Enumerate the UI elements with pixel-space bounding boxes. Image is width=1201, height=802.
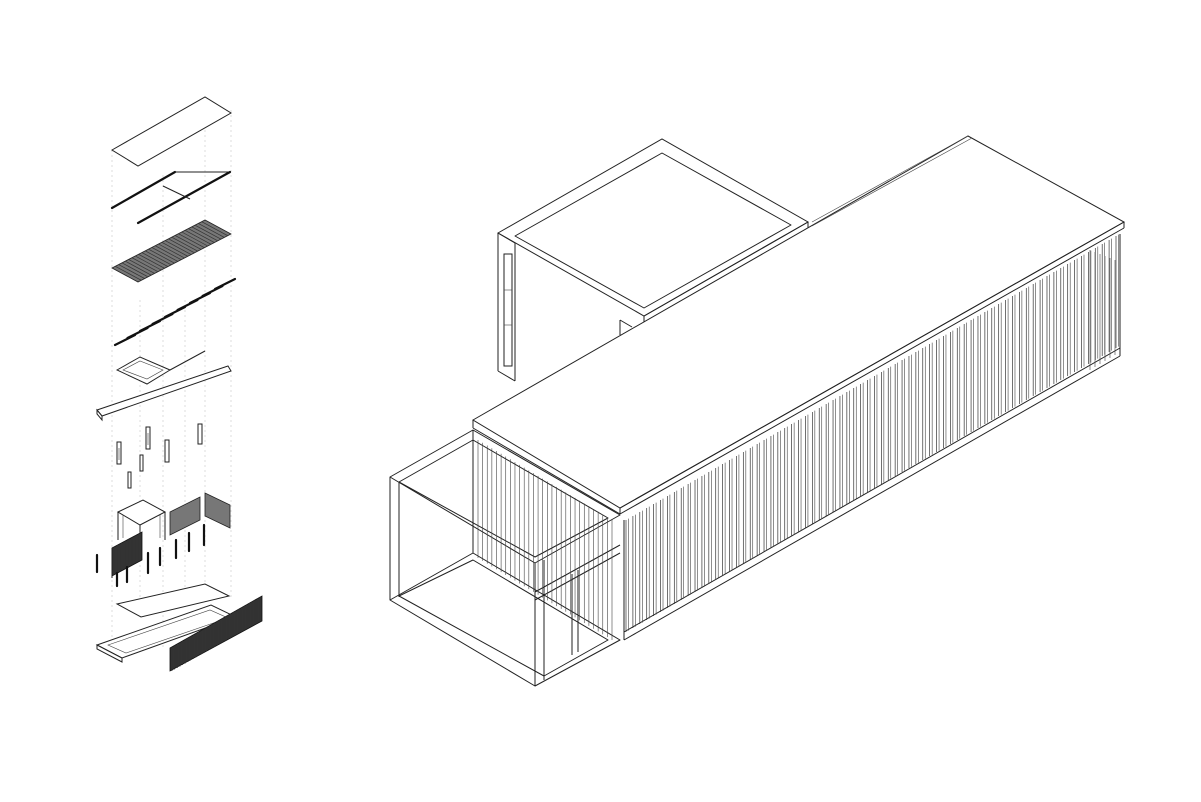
deck-hatch-line (188, 228, 215, 243)
deck-hatch-line (161, 241, 188, 257)
main-long-volume (472, 135, 1126, 641)
slatted-facade-screen (169, 595, 263, 672)
roof-panel (111, 96, 232, 167)
deck-hatch-line (201, 221, 228, 237)
deck-hatch-line (171, 236, 198, 252)
deck-hatch-line (184, 229, 212, 245)
deck-hatch-line (141, 252, 169, 267)
projection-lines (111, 110, 232, 650)
deck-hatch-line (148, 248, 175, 264)
deck-hatch-line (128, 259, 155, 274)
deck-hatch-line (151, 247, 179, 262)
wall-panels-and-frame (111, 492, 231, 578)
deck-hatch-line (155, 245, 182, 261)
roof-frame-beams (110, 170, 232, 225)
deck-hatch-line (178, 233, 205, 249)
open-frame-volume (389, 429, 621, 687)
deck-hatch-line (145, 250, 172, 266)
deck-hatch-line (135, 255, 162, 271)
window-units (116, 423, 203, 489)
columns (95, 523, 206, 588)
deck-hatch-line (131, 257, 159, 273)
deck-hatch-line (181, 231, 208, 247)
roof-joist (213, 277, 237, 291)
deck-hatch-line (138, 253, 165, 269)
floor-slabs (95, 583, 238, 663)
deck-hatch-line (121, 262, 149, 278)
roof-joists (113, 277, 237, 347)
deck-hatch-line (125, 260, 152, 276)
roof-edge-beam (96, 365, 232, 422)
deck-hatch-line (164, 240, 192, 255)
deck-hatch-line (174, 235, 202, 250)
deck-hatch-line (115, 265, 142, 281)
assembled-axonometric-view (389, 135, 1126, 687)
deck-hatch-line (198, 223, 225, 238)
deck-hatch-line (194, 224, 222, 240)
deck-hatch-line (191, 226, 218, 242)
roof-deck-hatched (111, 219, 232, 283)
deck-hatch-line (158, 243, 185, 259)
upper-frame (115, 350, 206, 385)
exploded-axonometric-view (95, 96, 263, 672)
deck-hatch-line (118, 264, 145, 279)
deck-hatch-line (168, 238, 195, 254)
